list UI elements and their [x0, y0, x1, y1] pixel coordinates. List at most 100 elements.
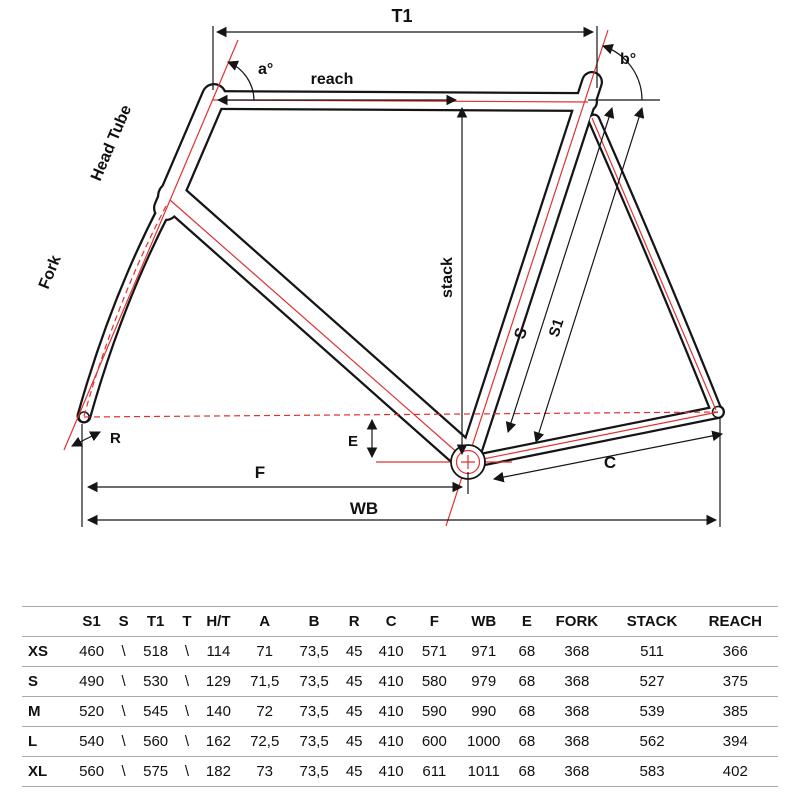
- label-fork: Fork: [36, 253, 65, 292]
- table-cell: 611: [412, 756, 456, 787]
- column-header: A: [240, 606, 290, 637]
- row-size-label: XS: [22, 636, 70, 667]
- table-cell: 562: [611, 726, 693, 757]
- column-header: WB: [455, 606, 512, 637]
- table-cell: 560: [134, 726, 178, 757]
- table-cell: 368: [542, 756, 612, 787]
- row-size-label: XL: [22, 756, 70, 787]
- table-cell: 45: [338, 696, 370, 727]
- table-cell: 73,5: [289, 636, 339, 667]
- table-cell: 540: [70, 726, 114, 757]
- column-header: T1: [134, 606, 178, 637]
- label-stack: stack: [439, 257, 456, 298]
- table-cell: 73,5: [289, 666, 339, 697]
- table-cell: 73,5: [289, 696, 339, 727]
- bike-geometry-svg: T1 a° reach b° Head Tube Fork stack S S1…: [36, 6, 725, 527]
- table-cell: \: [113, 726, 135, 757]
- table-cell: 73,5: [289, 726, 339, 757]
- table-cell: 402: [692, 756, 778, 787]
- table-cell: 68: [511, 636, 543, 667]
- column-header: FORK: [542, 606, 612, 637]
- table-cell: 590: [412, 696, 456, 727]
- table-cell: 1011: [455, 756, 512, 787]
- frame-geometry-diagram: T1 a° reach b° Head Tube Fork stack S S1…: [36, 6, 725, 527]
- column-header: E: [511, 606, 543, 637]
- table-cell: 68: [511, 666, 543, 697]
- label-f: F: [255, 463, 265, 482]
- column-header: REACH: [692, 606, 778, 637]
- table-cell: 971: [455, 636, 512, 667]
- table-cell: 73: [240, 756, 290, 787]
- table-cell: 600: [412, 726, 456, 757]
- table-cell: \: [177, 696, 197, 727]
- column-header: C: [369, 606, 413, 637]
- table-cell: 990: [455, 696, 512, 727]
- table-cell: 410: [369, 726, 413, 757]
- table-corner-cell: [22, 606, 70, 637]
- label-c: C: [604, 453, 616, 472]
- label-b-angle: b°: [620, 51, 636, 68]
- label-t1: T1: [391, 6, 412, 26]
- column-header: S1: [70, 606, 114, 637]
- table-cell: 1000: [455, 726, 512, 757]
- table-cell: 368: [542, 726, 612, 757]
- label-a-angle: a°: [258, 61, 273, 78]
- table-cell: 460: [70, 636, 114, 667]
- table-cell: 45: [338, 756, 370, 787]
- label-reach: reach: [311, 71, 354, 88]
- column-header: H/T: [196, 606, 240, 637]
- table-cell: 580: [412, 666, 456, 697]
- table-cell: 410: [369, 666, 413, 697]
- table-cell: 394: [692, 726, 778, 757]
- row-size-label: L: [22, 726, 70, 757]
- table-cell: 527: [611, 666, 693, 697]
- table-cell: 368: [542, 666, 612, 697]
- label-head-tube: Head Tube: [88, 103, 135, 184]
- row-size-label: S: [22, 666, 70, 697]
- label-wb: WB: [350, 499, 378, 518]
- table-cell: 68: [511, 696, 543, 727]
- table-cell: 68: [511, 726, 543, 757]
- table-cell: 539: [611, 696, 693, 727]
- table-cell: 410: [369, 636, 413, 667]
- table-cell: 71: [240, 636, 290, 667]
- table-cell: 71,5: [240, 666, 290, 697]
- table-cell: 366: [692, 636, 778, 667]
- table-cell: 114: [196, 636, 240, 667]
- table-cell: \: [177, 666, 197, 697]
- table-cell: 571: [412, 636, 456, 667]
- table-cell: \: [113, 696, 135, 727]
- label-e: E: [348, 433, 358, 450]
- table-cell: \: [177, 756, 197, 787]
- table-cell: \: [177, 636, 197, 667]
- table-cell: \: [113, 636, 135, 667]
- table-cell: 68: [511, 756, 543, 787]
- table-cell: 182: [196, 756, 240, 787]
- table-cell: 583: [611, 756, 693, 787]
- table-cell: 368: [542, 636, 612, 667]
- table-cell: 575: [134, 756, 178, 787]
- table-cell: 375: [692, 666, 778, 697]
- table-cell: \: [177, 726, 197, 757]
- table-cell: \: [113, 666, 135, 697]
- table-cell: 72: [240, 696, 290, 727]
- table-cell: 511: [611, 636, 693, 667]
- table-cell: 410: [369, 696, 413, 727]
- table-cell: 545: [134, 696, 178, 727]
- column-header: B: [289, 606, 339, 637]
- row-size-label: M: [22, 696, 70, 727]
- table-cell: 162: [196, 726, 240, 757]
- table-cell: 368: [542, 696, 612, 727]
- table-cell: 530: [134, 666, 178, 697]
- bike-frame-outline: [76, 71, 725, 475]
- column-header: R: [338, 606, 370, 637]
- table-cell: 129: [196, 666, 240, 697]
